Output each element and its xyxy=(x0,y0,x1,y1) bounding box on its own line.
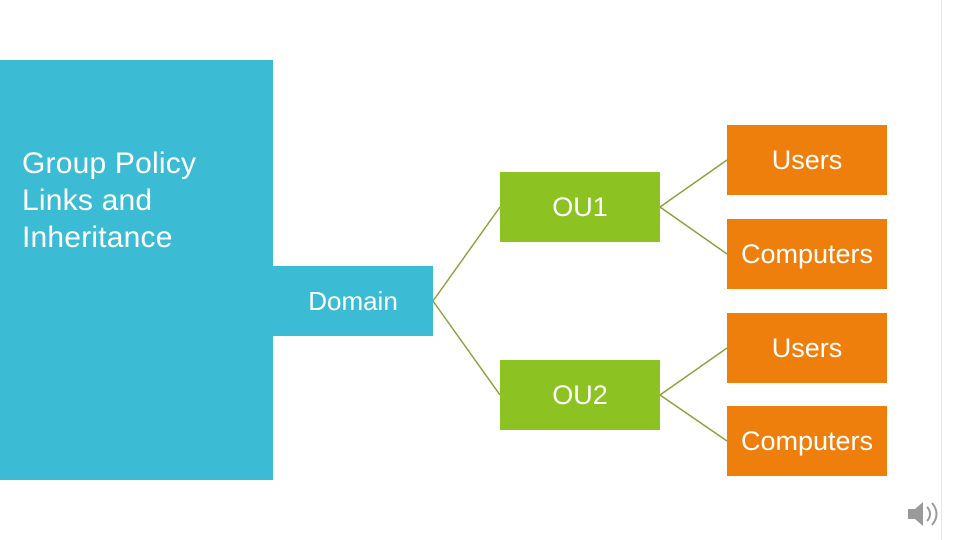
node-ou1-users[interactable]: Users xyxy=(727,125,887,195)
node-ou2[interactable]: OU2 xyxy=(500,360,660,430)
edge-ou1-users xyxy=(659,159,728,208)
node-ou2-computers[interactable]: Computers xyxy=(727,406,887,476)
title-panel xyxy=(0,60,273,480)
edge-ou1-computers xyxy=(659,206,728,255)
edge-domain-ou2 xyxy=(432,300,501,396)
edge-ou2-users xyxy=(659,347,728,396)
right-gutter xyxy=(941,0,960,540)
page-title: Group Policy Links and Inheritance xyxy=(22,147,197,254)
edge-domain-ou1 xyxy=(432,206,501,302)
speaker-icon[interactable] xyxy=(904,496,944,532)
node-ou1-computers[interactable]: Computers xyxy=(727,219,887,289)
node-domain[interactable]: Domain xyxy=(273,266,433,336)
edge-ou2-computers xyxy=(659,394,728,442)
node-ou1[interactable]: OU1 xyxy=(500,172,660,242)
node-ou2-users[interactable]: Users xyxy=(727,313,887,383)
